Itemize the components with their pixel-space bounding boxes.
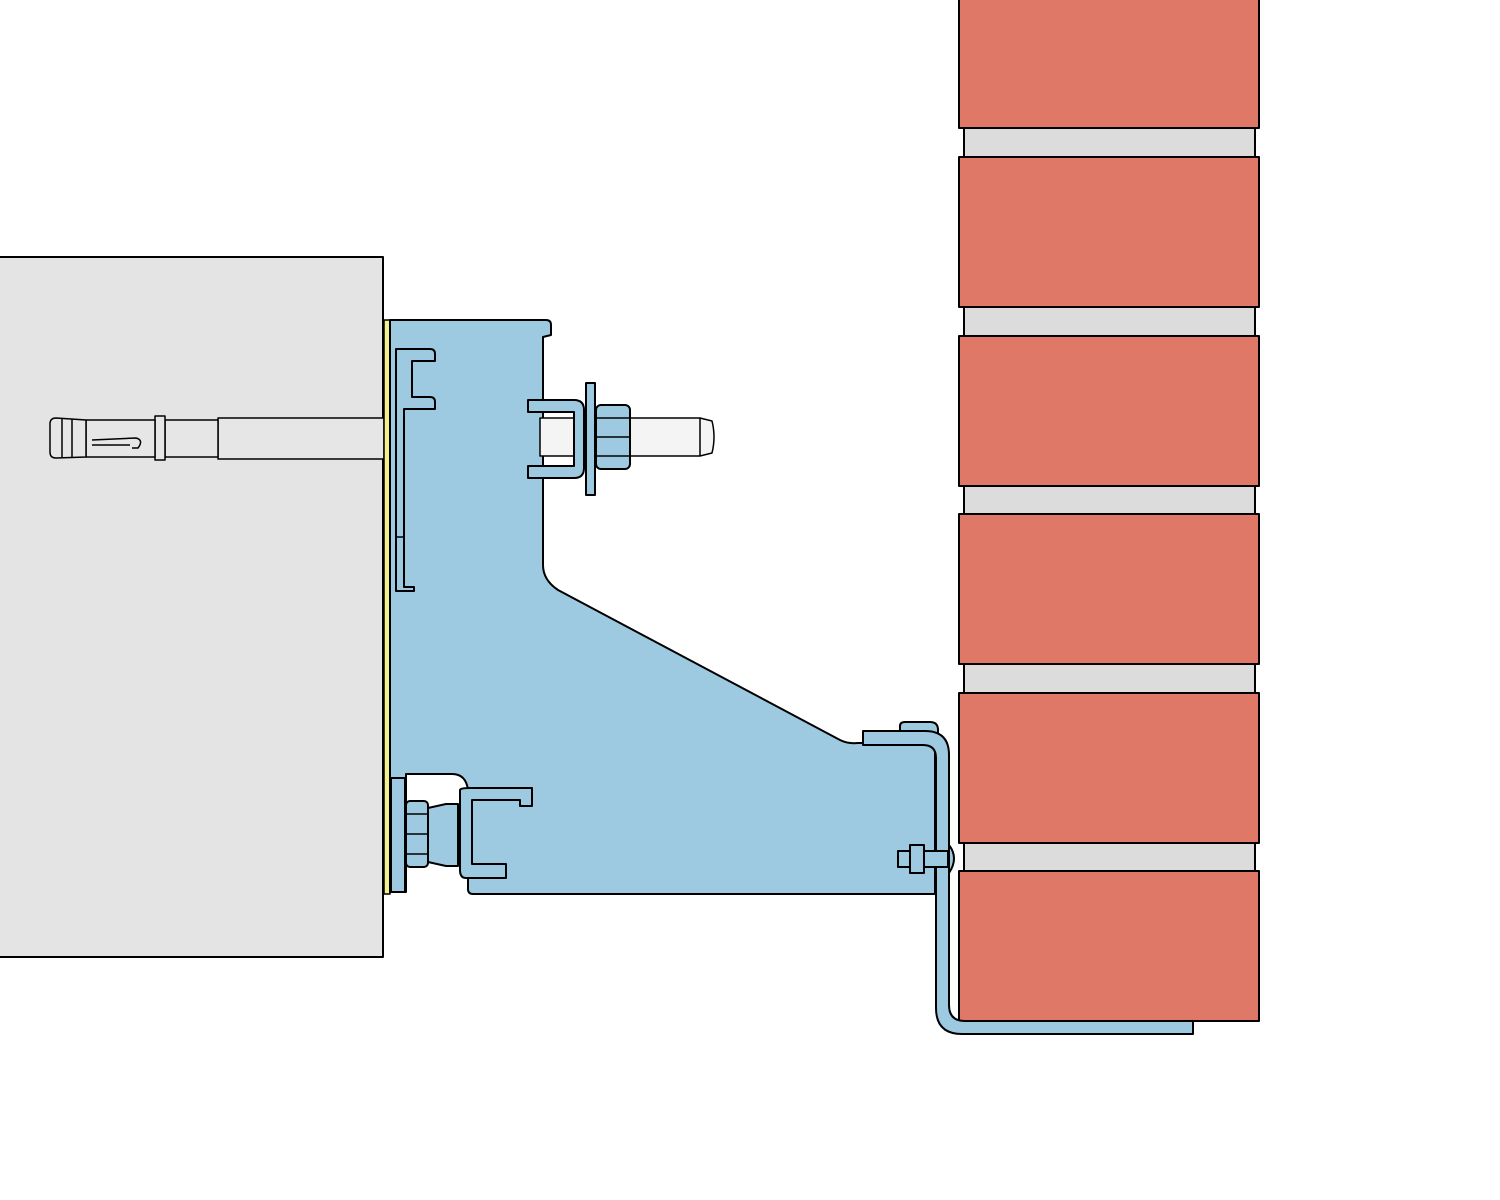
upper-channel-clip	[527, 399, 585, 479]
upper-washer	[585, 382, 596, 496]
lower-channel-clip	[459, 787, 533, 879]
upper-channel-slot	[395, 348, 436, 592]
brick-wall	[958, 0, 1260, 1022]
brick	[958, 692, 1260, 844]
brick	[958, 513, 1260, 665]
angle-bolt-nut	[909, 844, 925, 874]
anchor-neck	[164, 419, 219, 458]
mortar-joint	[963, 662, 1256, 694]
brick	[958, 335, 1260, 487]
support-angle-profile	[862, 730, 1194, 1035]
anchor-shank	[217, 417, 385, 460]
anchor-collar	[154, 415, 166, 461]
angle-bolt-shank	[923, 850, 949, 868]
mortar-joint	[963, 305, 1256, 337]
angle-bolt-head	[897, 850, 911, 868]
concrete-slab	[0, 256, 384, 958]
anchor-slot	[91, 437, 142, 449]
support-bracket	[389, 319, 936, 895]
lower-bolt-assembly	[390, 777, 533, 893]
brick-courses	[958, 0, 1260, 1022]
mortar-joint	[963, 840, 1256, 872]
upper-bolt-assembly	[527, 382, 715, 496]
brick	[958, 870, 1260, 1022]
lower-bolt-neck	[427, 803, 459, 867]
lower-washer	[390, 777, 406, 893]
brick	[958, 0, 1260, 129]
angle-bolt-cap	[948, 844, 955, 874]
anchor-tip	[49, 417, 87, 459]
brick	[958, 156, 1260, 308]
mortar-joint	[963, 484, 1256, 516]
mortar-joint	[963, 127, 1256, 159]
expansion-anchor-bolt	[49, 415, 385, 461]
support-angle	[862, 721, 1194, 1035]
